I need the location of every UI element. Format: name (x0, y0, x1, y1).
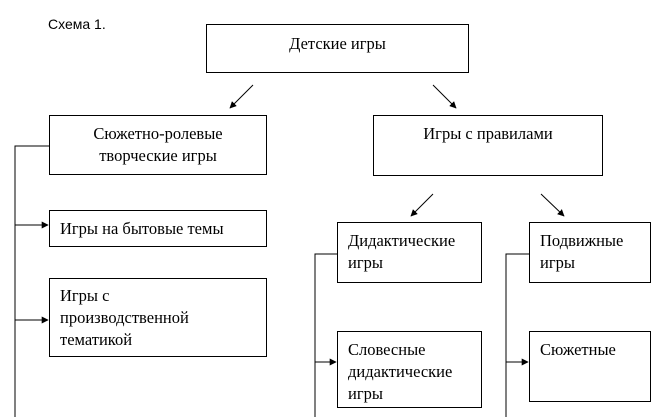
diagram-caption: Схема 1. (48, 16, 106, 32)
node-didactic-line-1: Дидактические (348, 231, 456, 250)
bracket-role-play (14, 145, 49, 417)
node-plot-based-line-1: Сюжетные (540, 340, 616, 359)
node-outdoor: Подвижные игры (529, 222, 651, 283)
node-rules-games: Игры с правилами (373, 115, 603, 176)
arrow-rules-to-outdoor (540, 193, 565, 217)
node-root-line-1: Детские игры (289, 34, 386, 53)
node-verbal-didactic: Словесные дидактические игры (337, 331, 482, 408)
arrow-root-to-role-play (229, 84, 254, 109)
node-industrial-themes-line-3: тематикой (60, 330, 133, 349)
node-outdoor-line-1: Подвижные (540, 231, 624, 250)
node-role-play-line-2: творческие игры (99, 146, 217, 165)
node-didactic-line-2: игры (348, 253, 383, 272)
node-role-play: Сюжетно-ролевые творческие игры (49, 115, 267, 175)
node-role-play-line-1: Сюжетно-ролевые (93, 124, 223, 143)
node-root: Детские игры (206, 24, 469, 73)
node-rules-games-line-1: Игры с правилами (423, 124, 553, 143)
node-verbal-didactic-line-2: дидактические (348, 362, 453, 381)
node-verbal-didactic-line-1: Словесные (348, 340, 426, 359)
arrow-root-to-rules (432, 84, 457, 109)
node-industrial-themes-line-1: Игры с (60, 286, 110, 305)
node-plot-based: Сюжетные (529, 331, 651, 402)
node-everyday-themes: Игры на бытовые темы (49, 210, 267, 247)
node-industrial-themes-line-2: производственной (60, 308, 189, 327)
node-outdoor-line-2: игры (540, 253, 575, 272)
node-didactic: Дидактические игры (337, 222, 482, 283)
node-everyday-themes-line-1: Игры на бытовые темы (60, 219, 224, 238)
bracket-outdoor (505, 253, 529, 417)
node-verbal-didactic-line-3: игры (348, 384, 383, 403)
node-industrial-themes: Игры с производственной тематикой (49, 278, 267, 357)
arrow-rules-to-didactic (410, 193, 434, 217)
bracket-didactic (314, 253, 337, 417)
